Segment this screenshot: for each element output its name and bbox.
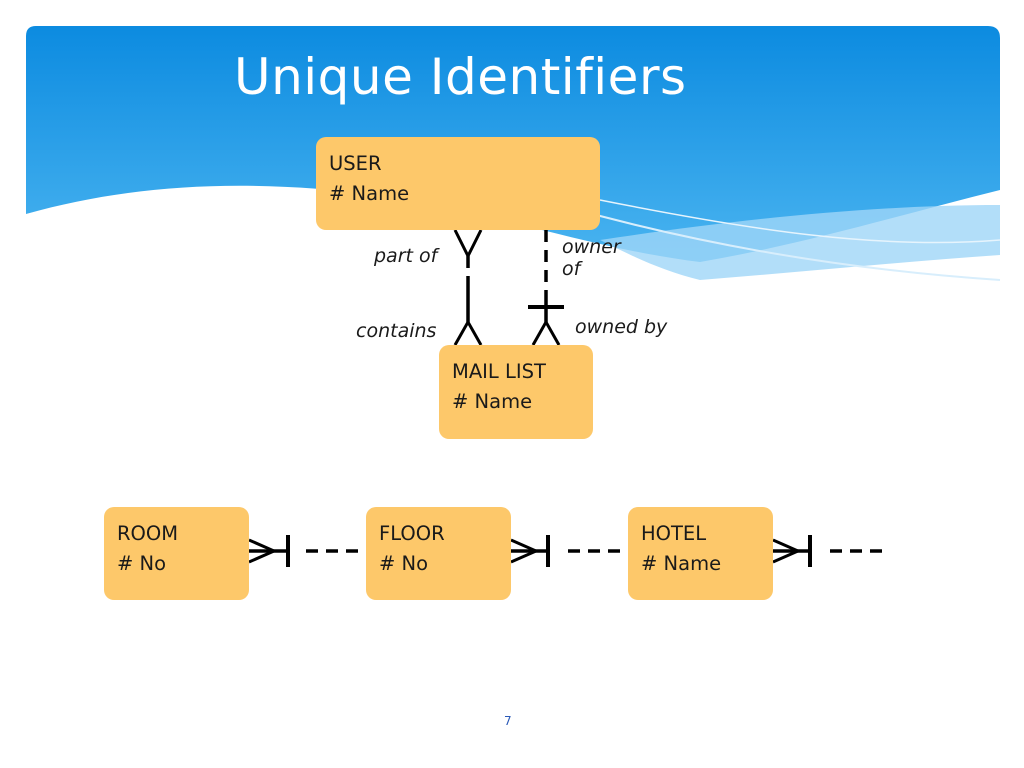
relationship-hotel-external: [772, 535, 888, 567]
entity-room: ROOM # No: [104, 507, 249, 600]
entity-hotel-name: HOTEL: [641, 522, 707, 545]
relationship-user-mail-list-right: [528, 230, 564, 346]
entity-room-identifier: # No: [117, 552, 167, 575]
entity-floor: FLOOR # No: [366, 507, 511, 600]
crowfoot-mail-list-top: [453, 318, 483, 346]
relationship-user-mail-list-left: [453, 229, 483, 346]
entity-floor-identifier: # No: [379, 552, 429, 575]
relationship-label-owned-by: owned by: [575, 316, 668, 338]
crowfoot-mail-list-top-right: [531, 318, 561, 346]
page-number: 7: [504, 714, 512, 728]
crowfoot-user-top: [453, 229, 483, 260]
relationship-label-contains: contains: [356, 320, 437, 342]
entity-mail-list-name: MAIL LIST: [452, 360, 546, 383]
relationship-room-floor: [248, 535, 366, 567]
entity-user: USER # Name: [316, 137, 600, 230]
entity-floor-name: FLOOR: [379, 522, 445, 545]
relationship-label-part-of: part of: [374, 245, 438, 267]
entity-hotel-identifier: # Name: [641, 552, 722, 575]
slide-title: Unique Identifiers: [234, 48, 687, 106]
entity-hotel: HOTEL # Name: [628, 507, 773, 600]
entity-user-identifier: # Name: [329, 182, 410, 205]
entity-user-name: USER: [329, 152, 382, 175]
relationship-floor-hotel: [510, 535, 628, 567]
relationship-label-owner-of: owner of: [562, 236, 621, 280]
entity-room-name: ROOM: [117, 522, 179, 545]
entity-mail-list-identifier: # Name: [452, 390, 533, 413]
entity-mail-list: MAIL LIST # Name: [439, 345, 593, 439]
